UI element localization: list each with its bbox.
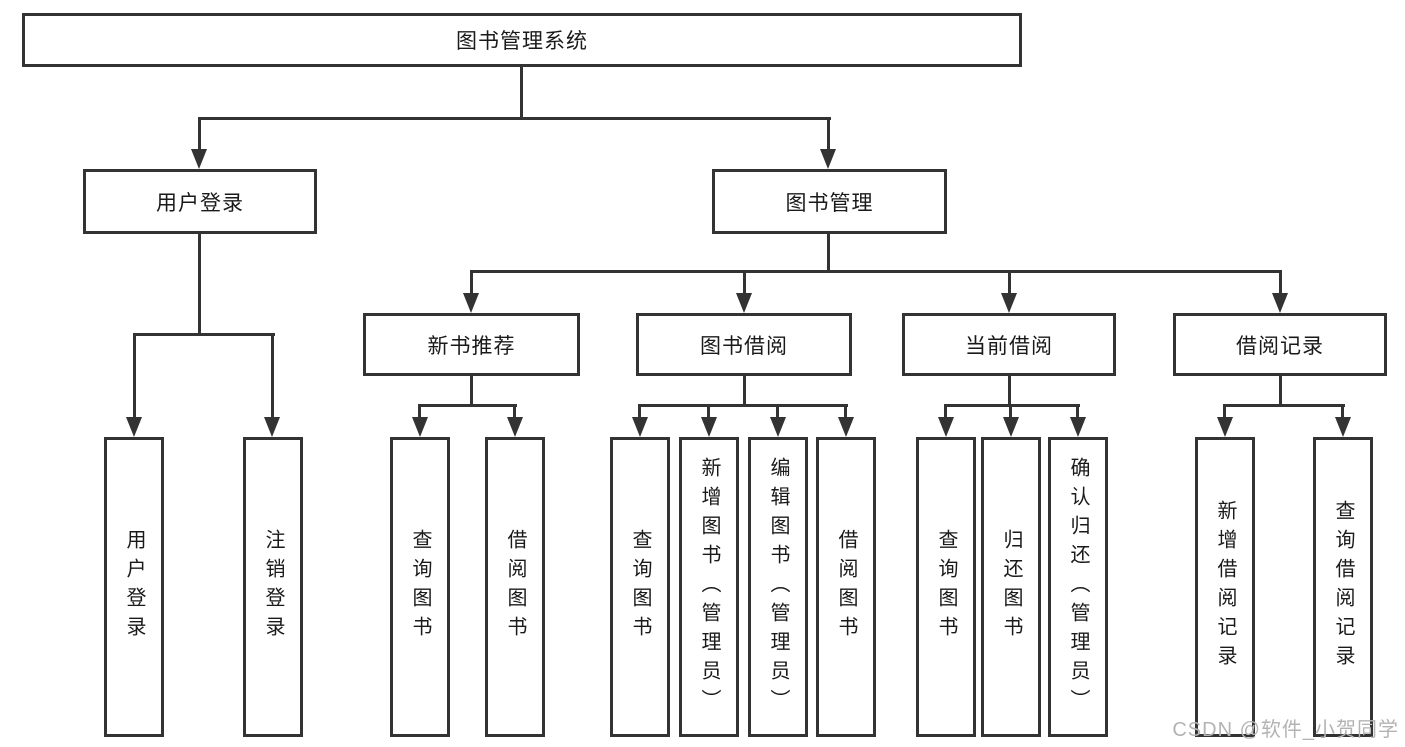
- leaf-label: 查询图书: [935, 529, 957, 645]
- connector-line-v: [470, 270, 473, 295]
- leaf-add-borrow-record: 新增借阅记录: [1195, 437, 1255, 737]
- leaf-label: 用户登录: [123, 529, 145, 645]
- connector-line-v: [1009, 404, 1012, 420]
- connector-line-h: [470, 270, 1282, 273]
- arrowhead-icon: [1001, 293, 1017, 313]
- connector-line-h: [133, 333, 275, 336]
- connector-line-v: [1223, 404, 1226, 420]
- leaf-query-books-current: 查询图书: [916, 437, 976, 737]
- connector-line-h: [638, 404, 848, 407]
- node-book-management-branch: 图书管理: [712, 169, 947, 234]
- connector-line-v: [470, 376, 473, 407]
- connector-line-v: [198, 232, 201, 336]
- connector-line-v: [827, 117, 830, 150]
- leaf-return-books: 归还图书: [981, 437, 1041, 737]
- node-current-borrowing: 当前借阅: [902, 313, 1116, 376]
- node-root-system: 图书管理系统: [22, 13, 1022, 67]
- connector-line-v: [418, 404, 421, 420]
- connector-line-h: [418, 404, 517, 407]
- node-new-book-recommend: 新书推荐: [363, 313, 580, 376]
- arrowhead-icon: [770, 417, 786, 437]
- leaf-borrow-books-recommend: 借阅图书: [485, 437, 545, 737]
- connector-line-v: [1279, 270, 1282, 295]
- arrowhead-icon: [1335, 417, 1351, 437]
- leaf-label: 查询图书: [629, 529, 651, 645]
- leaf-user-login: 用户登录: [104, 437, 164, 737]
- leaf-label: 注销登录: [262, 529, 284, 645]
- connector-line-v: [827, 233, 830, 273]
- leaf-label: 归还图书: [1000, 529, 1022, 645]
- connector-line-v: [743, 270, 746, 295]
- connector-line-v: [1076, 404, 1079, 420]
- arrowhead-icon: [838, 417, 854, 437]
- arrowhead-icon: [191, 149, 207, 169]
- node-borrowing-records: 借阅记录: [1173, 313, 1387, 376]
- arrowhead-icon: [412, 417, 428, 437]
- node-label: 图书借阅: [700, 334, 788, 358]
- node-user-login-branch: 用户登录: [83, 169, 317, 234]
- leaf-edit-books-admin: 编辑图书（管理员）: [748, 437, 808, 737]
- connector-line-v: [513, 404, 516, 420]
- connector-line-v: [198, 117, 201, 150]
- connector-line-h: [1223, 404, 1345, 407]
- arrowhead-icon: [938, 417, 954, 437]
- connector-line-v: [133, 333, 136, 418]
- node-label: 用户登录: [156, 191, 244, 215]
- connector-line-v: [1008, 270, 1011, 295]
- node-label: 当前借阅: [965, 334, 1053, 358]
- leaf-logout: 注销登录: [243, 437, 303, 737]
- connector-line-v: [638, 404, 641, 420]
- csdn-watermark: CSDN @软件_小贺同学: [1172, 719, 1399, 741]
- connector-line-h: [944, 404, 1080, 407]
- arrowhead-icon: [736, 293, 752, 313]
- arrowhead-icon: [1070, 417, 1086, 437]
- connector-line-v: [1341, 404, 1344, 420]
- leaf-label: 查询图书: [409, 529, 431, 645]
- node-book-borrowing: 图书借阅: [636, 313, 852, 376]
- leaf-label: 新增借阅记录: [1214, 500, 1236, 674]
- leaf-label: 查询借阅记录: [1332, 500, 1354, 674]
- node-label: 新书推荐: [427, 334, 516, 358]
- connector-line-v: [1008, 376, 1011, 407]
- leaf-borrow-books: 借阅图书: [816, 437, 876, 737]
- leaf-label: 新增图书（管理员）: [698, 456, 720, 718]
- arrowhead-icon: [1003, 417, 1019, 437]
- arrowhead-icon: [632, 417, 648, 437]
- connector-line-v: [707, 404, 710, 420]
- leaf-label: 借阅图书: [835, 529, 857, 645]
- node-label: 图书管理: [785, 191, 874, 215]
- arrowhead-icon: [701, 417, 717, 437]
- arrowhead-icon: [126, 417, 142, 437]
- arrowhead-icon: [1272, 293, 1288, 313]
- node-label: 借阅记录: [1236, 334, 1324, 358]
- arrowhead-icon: [820, 149, 836, 169]
- arrowhead-icon: [264, 417, 280, 437]
- leaf-label: 编辑图书（管理员）: [767, 456, 789, 718]
- leaf-label: 借阅图书: [504, 529, 526, 645]
- connector-line-v: [776, 404, 779, 420]
- leaf-query-books-recommend: 查询图书: [390, 437, 450, 737]
- arrowhead-icon: [463, 293, 479, 313]
- leaf-query-books-borrowing: 查询图书: [610, 437, 670, 737]
- leaf-add-books-admin: 新增图书（管理员）: [679, 437, 739, 737]
- connector-line-h: [198, 117, 831, 120]
- leaf-query-borrow-record: 查询借阅记录: [1313, 437, 1373, 737]
- leaf-confirm-return-admin: 确认归还（管理员）: [1048, 437, 1108, 737]
- arrowhead-icon: [1217, 417, 1233, 437]
- leaf-label: 确认归还（管理员）: [1067, 456, 1089, 718]
- node-root-label: 图书管理系统: [456, 30, 588, 53]
- connector-line-v: [743, 376, 746, 407]
- connector-line-v: [271, 333, 274, 418]
- connector-line-v: [944, 404, 947, 420]
- connector-line-v: [520, 66, 523, 118]
- arrowhead-icon: [507, 417, 523, 437]
- connector-line-v: [1279, 376, 1282, 407]
- connector-line-v: [844, 404, 847, 420]
